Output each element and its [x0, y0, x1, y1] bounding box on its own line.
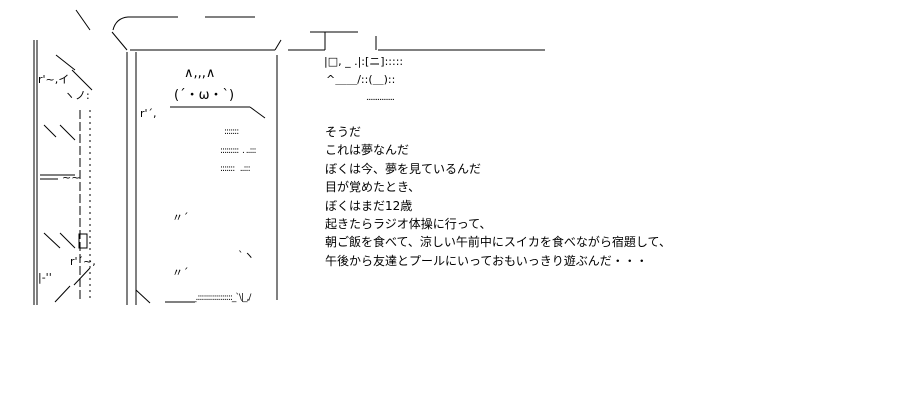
- bed-corner: r'´,: [140, 107, 157, 120]
- dialogue-line: これは夢なんだ: [325, 143, 410, 158]
- sign-dots: ...............: [366, 93, 395, 103]
- dialogue-line: ぼくは今、夢を見ているんだ: [325, 161, 482, 176]
- dialogue-line: 午後から友達とプールにいっておもいっきり遊ぶんだ・・・: [325, 253, 648, 268]
- dialogue-line: そうだ: [325, 125, 362, 139]
- stroke-mark: `ヽ: [238, 249, 255, 262]
- left-fragment: r'~,イ: [38, 73, 70, 86]
- dialogue-line: 起きたらラジオ体操に行って、: [325, 217, 492, 232]
- wave-mark: ~~: [62, 171, 81, 184]
- sign-top: |□, _ .|:[ニ]:::::: [324, 55, 404, 68]
- dots: ::::::: ..:::: [220, 164, 251, 174]
- bottom-dots: _.:::::::::::::::::_`\|_,/: [192, 293, 251, 303]
- dots: :::::::: [224, 127, 239, 137]
- hatch-mark: 〃´: [172, 211, 189, 224]
- dialogue-text: そうだ これは夢なんだ ぼくは今、夢を見ているんだ 目が覚めたとき、 ぼくはまだ…: [325, 123, 671, 270]
- hatch-mark: 〃´: [172, 266, 189, 279]
- dialogue-line: 朝ご飯を食べて、涼しい午前中にスイカを食べながら宿題して、: [325, 235, 671, 250]
- left-fragment: r'´~,: [70, 255, 96, 268]
- dialogue-line: ぼくはまだ12歳: [325, 198, 413, 213]
- dialogue-line: 目が覚めたとき、: [325, 180, 421, 195]
- dots: ::::::::: . ..:::: [220, 146, 257, 156]
- left-fragment: ヽノ:: [64, 89, 90, 102]
- cat-face: (´・ω・`): [174, 88, 235, 103]
- cat-ears: ∧,,,∧: [184, 66, 216, 81]
- sign-bottom: ^＿＿/::(＿)::: [326, 73, 396, 86]
- left-fragment: |‐'': [38, 271, 52, 284]
